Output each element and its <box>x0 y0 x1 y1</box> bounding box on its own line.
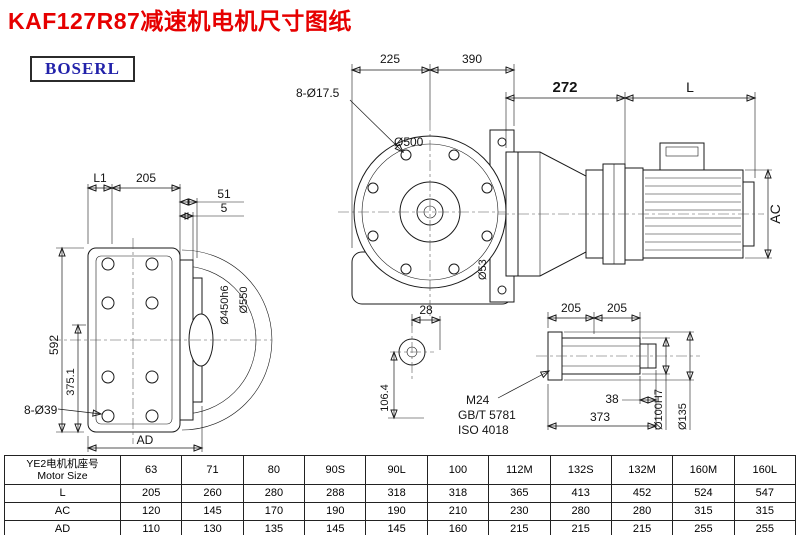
dim-label-38: 38 <box>605 392 619 406</box>
table-header-size: 90L <box>365 455 428 485</box>
table-header-size: 80 <box>242 455 306 485</box>
table-header-cn: YE2电机机座号 <box>26 457 99 470</box>
row-label-L: L <box>4 484 121 503</box>
dim-label-dia53: Ø53 <box>477 259 489 280</box>
table-header-size: 100 <box>426 455 490 485</box>
table-cell: 288 <box>304 484 367 503</box>
table-cell: 315 <box>733 502 797 521</box>
table-cell: 135 <box>242 520 306 535</box>
dim-label-373: 373 <box>590 410 610 424</box>
table-header-size: 90S <box>304 455 367 485</box>
standard-iso-label: ISO 4018 <box>458 423 509 437</box>
front-view <box>338 120 528 316</box>
table-header-motor-size: YE2电机机座号 Motor Size <box>4 455 121 485</box>
dim-label-205-b: 205 <box>607 301 627 315</box>
table-cell: 365 <box>488 484 551 503</box>
dim-label-272: 272 <box>552 79 577 96</box>
table-cell: 547 <box>733 484 797 503</box>
table-header-size: 112M <box>488 455 551 485</box>
table-header-size: 160M <box>672 455 735 485</box>
brand-logo-text: BOSERL <box>45 59 120 78</box>
table-header-size: 132M <box>610 455 674 485</box>
table-cell: 318 <box>426 484 490 503</box>
table-cell: 145 <box>365 520 428 535</box>
dim-label-205-a: 205 <box>561 301 581 315</box>
table-cell: 318 <box>365 484 428 503</box>
table-cell: 170 <box>242 502 306 521</box>
table-cell: 215 <box>488 520 551 535</box>
table-cell: 280 <box>242 484 306 503</box>
table-cell: 205 <box>119 484 183 503</box>
table-cell: 120 <box>119 502 183 521</box>
shaft-detail <box>536 331 700 381</box>
dim-label-ac: AC <box>767 204 783 223</box>
shaft-end-view <box>390 322 434 382</box>
dim-label-592: 592 <box>47 335 61 355</box>
table-cell: 190 <box>365 502 428 521</box>
dim-label-28: 28 <box>419 303 433 317</box>
front-view-dimensions: 225 390 8-Ø17.5 Ø500 Ø53 <box>296 52 514 280</box>
brand-logo: BOSERL <box>30 56 135 82</box>
dim-label-8-dia39: 8-Ø39 <box>24 403 58 417</box>
table-header-size: 63 <box>119 455 183 485</box>
table-header-size: 132S <box>549 455 612 485</box>
table-cell: 524 <box>672 484 735 503</box>
dim-label-l1: L1 <box>93 171 107 185</box>
side-view-dimensions: 272 L AC <box>506 79 783 258</box>
table-cell: 210 <box>426 502 490 521</box>
table-cell: 160 <box>426 520 490 535</box>
table-cell: 130 <box>181 520 244 535</box>
standard-gb-label: GB/T 5781 <box>458 408 516 422</box>
table-header-size: 160L <box>733 455 797 485</box>
table-cell: 110 <box>119 520 183 535</box>
dim-label-205-left: 205 <box>136 171 156 185</box>
dim-label-8-dia17-5: 8-Ø17.5 <box>296 86 340 100</box>
shaft-end-dimensions: 28 106.4 <box>379 303 440 418</box>
table-cell: 413 <box>549 484 612 503</box>
table-cell: 315 <box>672 502 735 521</box>
dim-label-106-4: 106.4 <box>379 384 391 412</box>
table-cell: 145 <box>181 502 244 521</box>
table-row-AC: AC 120 145 170 190 190 210 230 280 280 3… <box>4 502 797 521</box>
table-cell: 230 <box>488 502 551 521</box>
table-row-L: L 205 260 280 288 318 318 365 413 452 52… <box>4 484 797 503</box>
table-header-en: Motor Size <box>37 470 88 482</box>
side-view <box>498 142 764 277</box>
dim-label-L: L <box>686 79 694 95</box>
dim-label-dia135: Ø135 <box>677 403 689 430</box>
table-cell: 255 <box>672 520 735 535</box>
dim-label-51: 51 <box>217 187 231 201</box>
table-cell: 280 <box>549 502 612 521</box>
page-title: KAF127R87减速机电机尺寸图纸 <box>8 8 352 34</box>
table-cell: 255 <box>733 520 797 535</box>
table-header-size: 71 <box>181 455 244 485</box>
table-cell: 280 <box>610 502 674 521</box>
table-cell: 145 <box>304 520 367 535</box>
dim-label-5: 5 <box>221 201 228 215</box>
dim-label-dia550: Ø550 <box>238 287 250 314</box>
table-cell: 452 <box>610 484 674 503</box>
dim-label-390: 390 <box>462 52 482 66</box>
thread-spec-label: M24 <box>466 393 490 407</box>
dim-label-375-1: 375.1 <box>65 368 77 396</box>
table-cell: 215 <box>549 520 612 535</box>
dim-label-225: 225 <box>380 52 400 66</box>
left-view-dimensions: L1 205 51 5 592 375.1 Ø450h6 Ø550 8-Ø39 <box>24 171 250 452</box>
table-header-row: YE2电机机座号 Motor Size 63 71 80 90S 90L 100… <box>4 455 797 485</box>
technical-drawing: L1 205 51 5 592 375.1 Ø450h6 Ø550 8-Ø39 <box>24 52 783 452</box>
table-cell: 190 <box>304 502 367 521</box>
dim-label-dia100h7: Ø100H7 <box>653 389 665 430</box>
dim-label-ad: AD <box>137 433 154 447</box>
table-row-AD: AD 110 130 135 145 145 160 215 215 215 2… <box>4 520 797 535</box>
row-label-AD: AD <box>4 520 121 535</box>
dim-label-dia500: Ø500 <box>394 135 424 149</box>
dim-label-dia450h6: Ø450h6 <box>219 285 231 324</box>
row-label-AC: AC <box>4 502 121 521</box>
left-view <box>50 238 273 444</box>
table-cell: 260 <box>181 484 244 503</box>
shaft-detail-dimensions: 205 205 38 373 Ø100H7 Ø135 M24 GB/T 5781… <box>458 301 694 437</box>
table-cell: 215 <box>610 520 674 535</box>
motor-dimension-table: YE2电机机座号 Motor Size 63 71 80 90S 90L 100… <box>4 455 797 535</box>
